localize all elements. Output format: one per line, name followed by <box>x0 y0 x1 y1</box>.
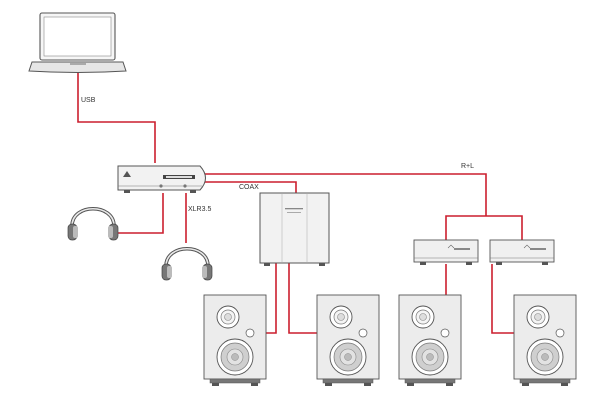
rl-label: R+L <box>461 163 475 170</box>
usb-cable <box>77 72 156 163</box>
speaker-hub-icon <box>259 192 330 266</box>
speaker-1-icon <box>203 294 267 387</box>
left-speaker-cable-b <box>288 263 329 334</box>
speaker-3-icon <box>398 294 462 387</box>
rl-cable <box>205 173 487 216</box>
headphones-1-icon <box>66 206 120 242</box>
power-amp-2-icon <box>489 239 555 266</box>
speaker-2-icon <box>316 294 380 387</box>
speaker-4-icon <box>513 294 577 387</box>
amp2-speaker-cable <box>491 264 520 334</box>
rl-split-cable <box>445 215 523 240</box>
power-amp-1-icon <box>413 239 479 266</box>
usb-label: USB <box>81 97 96 104</box>
xlr-label: XLR3.5 <box>188 206 212 213</box>
coax-label: COAX <box>239 184 259 191</box>
headphones-2-icon <box>160 246 214 282</box>
headphone1-cable <box>117 193 164 234</box>
laptop-icon <box>28 12 127 73</box>
dac-amp-icon <box>117 165 206 193</box>
coax-cable <box>205 181 297 193</box>
